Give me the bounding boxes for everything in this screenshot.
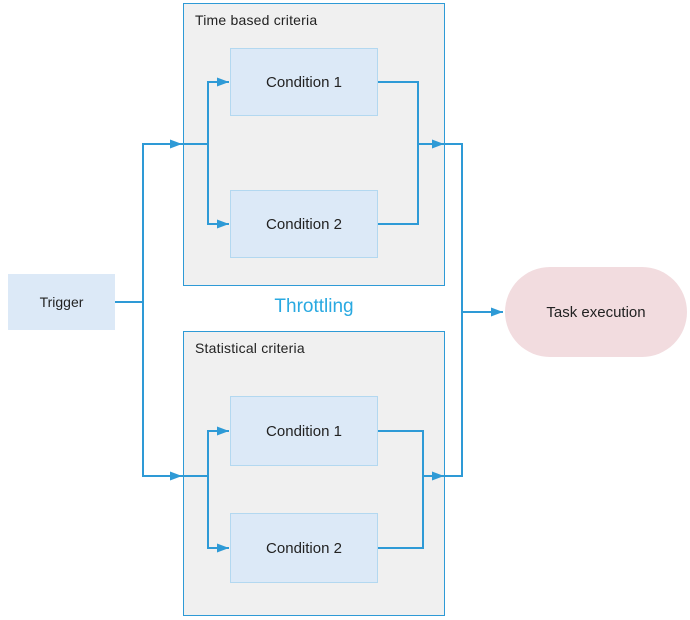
time-criteria-title: Time based criteria (195, 12, 318, 28)
stat-condition-2-node: Condition 2 (230, 513, 378, 583)
arrow-icon-stat-entry (170, 471, 182, 481)
statistical-criteria-title: Statistical criteria (195, 340, 305, 356)
time-condition-1-node: Condition 1 (230, 48, 378, 116)
time-condition-2-node: Condition 2 (230, 190, 378, 258)
task-execution-node: Task execution (505, 267, 687, 357)
stat-condition-1-node: Condition 1 (230, 396, 378, 466)
arrow-icon-task-entry (491, 307, 503, 317)
trigger-node: Trigger (8, 274, 115, 330)
arrow-icon-time-entry (170, 139, 182, 149)
throttling-label: Throttling (274, 296, 354, 317)
